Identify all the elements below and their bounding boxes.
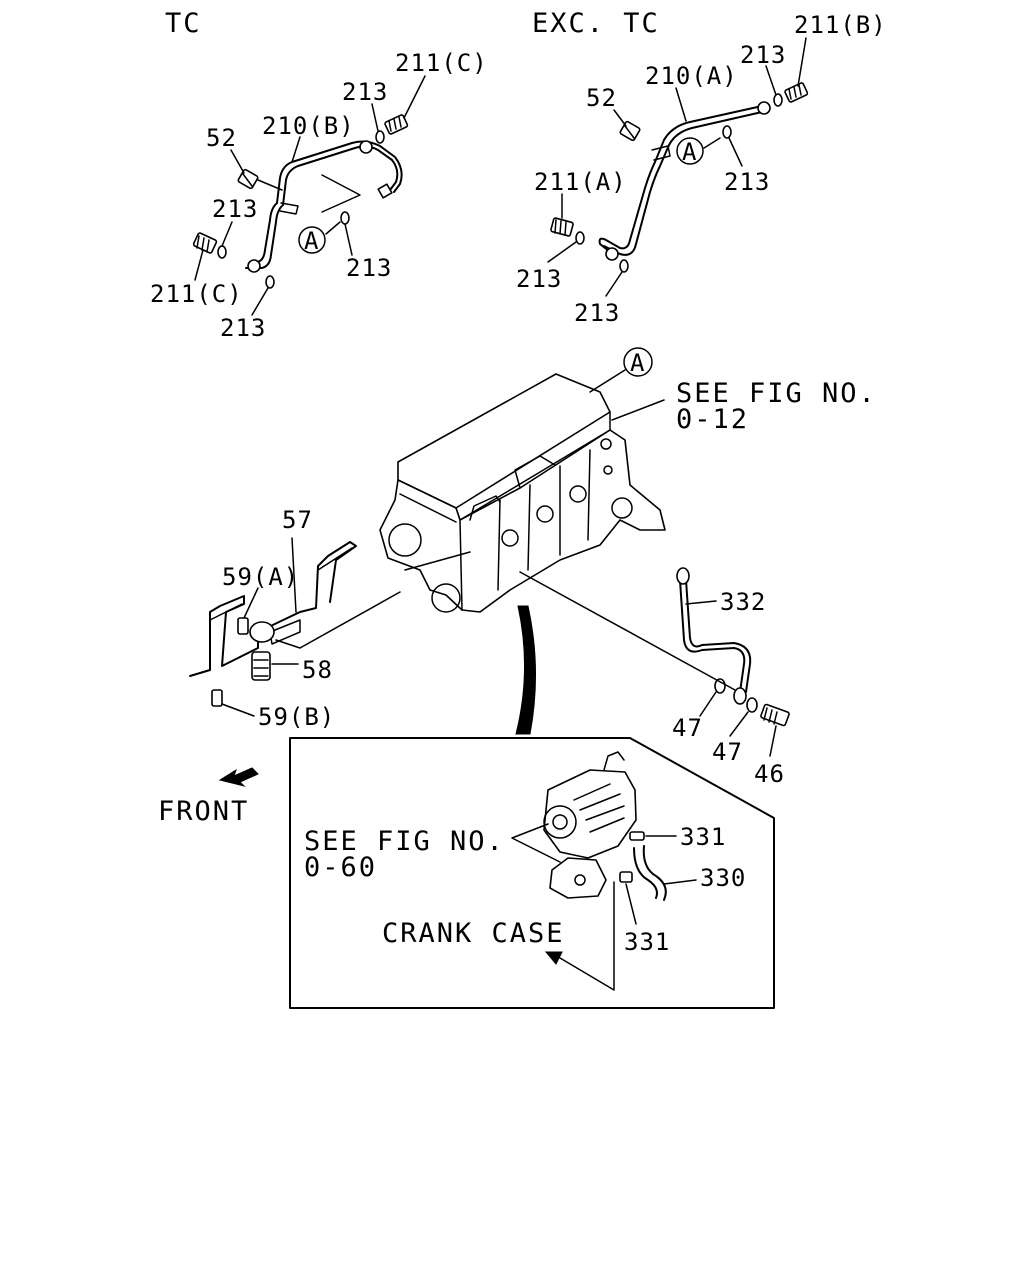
label-exc-211a: 211(A) bbox=[534, 168, 627, 196]
label-tc-211c-top: 211(C) bbox=[395, 49, 488, 77]
bolt-59a bbox=[237, 617, 249, 635]
label-exc-52: 52 bbox=[586, 84, 617, 112]
heading-exc-tc: EXC. TC bbox=[532, 8, 660, 39]
label-tc-213-bottom: 213 bbox=[220, 314, 266, 342]
engine-block-bore bbox=[388, 523, 422, 557]
hose-330 bbox=[633, 847, 658, 899]
label-tc-52: 52 bbox=[206, 124, 237, 152]
label-exc-213-top: 213 bbox=[740, 41, 786, 69]
exc-callout-a-circle bbox=[676, 137, 704, 165]
label-exc-213-right: 213 bbox=[724, 168, 770, 196]
tc-pipe-bracket bbox=[279, 202, 299, 215]
oil-pipe-332-bottom-eye bbox=[733, 687, 747, 705]
exc-oil-pipe-210a bbox=[598, 105, 763, 253]
bolt-59b bbox=[211, 689, 223, 707]
label-59b: 59(B) bbox=[258, 703, 335, 731]
label-46: 46 bbox=[754, 760, 785, 788]
compressor-bracket bbox=[549, 857, 607, 899]
tc-callout-a: A bbox=[304, 227, 319, 255]
front-direction-arrow bbox=[218, 767, 259, 787]
tc-washer-213-left bbox=[217, 245, 227, 259]
label-exc-213-left: 213 bbox=[516, 265, 562, 293]
exc-eye-bolt-211b bbox=[784, 82, 809, 103]
front-arrow-icon bbox=[218, 767, 259, 787]
exc-washer-213-top bbox=[773, 93, 783, 107]
tc-pipe-end-fitting bbox=[377, 183, 393, 199]
label-tc-210b: 210(B) bbox=[262, 112, 355, 140]
label-exc-213-bottom: 213 bbox=[574, 299, 620, 327]
front-label: FRONT bbox=[158, 796, 249, 827]
see-fig-alt-line1: SEE FIG NO. bbox=[304, 826, 505, 857]
label-58: 58 bbox=[302, 656, 333, 684]
exc-eye-bolt-211a bbox=[550, 217, 574, 237]
tc-eye-bolt-211c-bottom bbox=[192, 232, 218, 254]
oil-pipe-332 bbox=[679, 579, 746, 693]
clip-331-top bbox=[629, 831, 645, 841]
tc-eye-bolt-211c-top bbox=[384, 114, 409, 135]
engine-cylinder-block bbox=[379, 429, 666, 613]
label-exc-210a: 210(A) bbox=[645, 62, 738, 90]
label-331-bottom: 331 bbox=[624, 928, 670, 956]
label-59a: 59(A) bbox=[222, 563, 299, 591]
crank-case-arrow-icon bbox=[544, 951, 563, 965]
label-tc-213-top: 213 bbox=[342, 78, 388, 106]
exc-tc-pipe-group: A 211(B) 213 210(A) 52 213 211(A) 213 21… bbox=[516, 11, 887, 327]
exc-pipe-bracket bbox=[651, 145, 671, 161]
clip-331-bottom bbox=[619, 871, 633, 883]
tc-pipe-eye-top bbox=[359, 140, 373, 154]
bracket-assembly: 57 59(A) 58 59(B) bbox=[189, 506, 401, 731]
oil-pipe-332-top-eye bbox=[676, 567, 690, 585]
eye-bolt-46 bbox=[760, 703, 790, 727]
exc-washer-213-right bbox=[722, 125, 732, 139]
tc-callout-a-circle bbox=[298, 226, 326, 254]
union-bolt-58 bbox=[249, 621, 275, 681]
oil-return-pipe-group: 332 47 47 46 bbox=[519, 567, 790, 788]
engine-block bbox=[379, 373, 666, 613]
label-47-left: 47 bbox=[672, 714, 703, 742]
label-tc-211c-bottom: 211(C) bbox=[150, 280, 243, 308]
exc-callout-a: A bbox=[682, 138, 697, 166]
tc-oil-pipe-210b bbox=[245, 145, 399, 269]
heading-tc: TC bbox=[165, 8, 202, 39]
tc-pipe-group: A 211(C) 213 210(B) 52 213 213 211(C) 21… bbox=[150, 49, 488, 342]
engine-block-crank-boss bbox=[431, 583, 461, 613]
crank-case-label: CRANK CASE bbox=[382, 918, 565, 949]
tc-washer-213-bottom bbox=[265, 275, 275, 289]
label-exc-211b: 211(B) bbox=[794, 11, 887, 39]
compressor-unit bbox=[543, 751, 637, 899]
see-fig-alt-line2: 0-60 bbox=[304, 852, 377, 883]
see-fig-block-line2: 0-12 bbox=[676, 404, 749, 435]
exc-washer-213-bottom bbox=[619, 259, 629, 273]
label-332: 332 bbox=[720, 588, 766, 616]
label-tc-213-left: 213 bbox=[212, 195, 258, 223]
block-callout-a-circle bbox=[623, 347, 653, 377]
tc-washer-213-mid bbox=[340, 211, 350, 225]
label-330: 330 bbox=[700, 864, 746, 892]
label-331-top: 331 bbox=[680, 823, 726, 851]
tc-pipe-eye-bottom bbox=[247, 259, 261, 273]
label-57: 57 bbox=[282, 506, 313, 534]
washer-47-right bbox=[746, 697, 758, 713]
label-tc-213-mid: 213 bbox=[346, 254, 392, 282]
block-callout-a: A bbox=[630, 349, 645, 377]
exc-bolt-52 bbox=[619, 120, 641, 142]
exc-pipe-eye-bottom bbox=[605, 247, 619, 261]
see-fig-block-line1: SEE FIG NO. bbox=[676, 378, 877, 409]
exc-washer-213-left bbox=[575, 231, 585, 245]
detail-pointer bbox=[515, 605, 536, 735]
detail-box bbox=[289, 737, 775, 1009]
label-47-right: 47 bbox=[712, 738, 743, 766]
tc-bolt-52 bbox=[237, 168, 259, 190]
tc-washer-213-top bbox=[375, 130, 385, 144]
exc-pipe-eye-top bbox=[757, 101, 771, 115]
